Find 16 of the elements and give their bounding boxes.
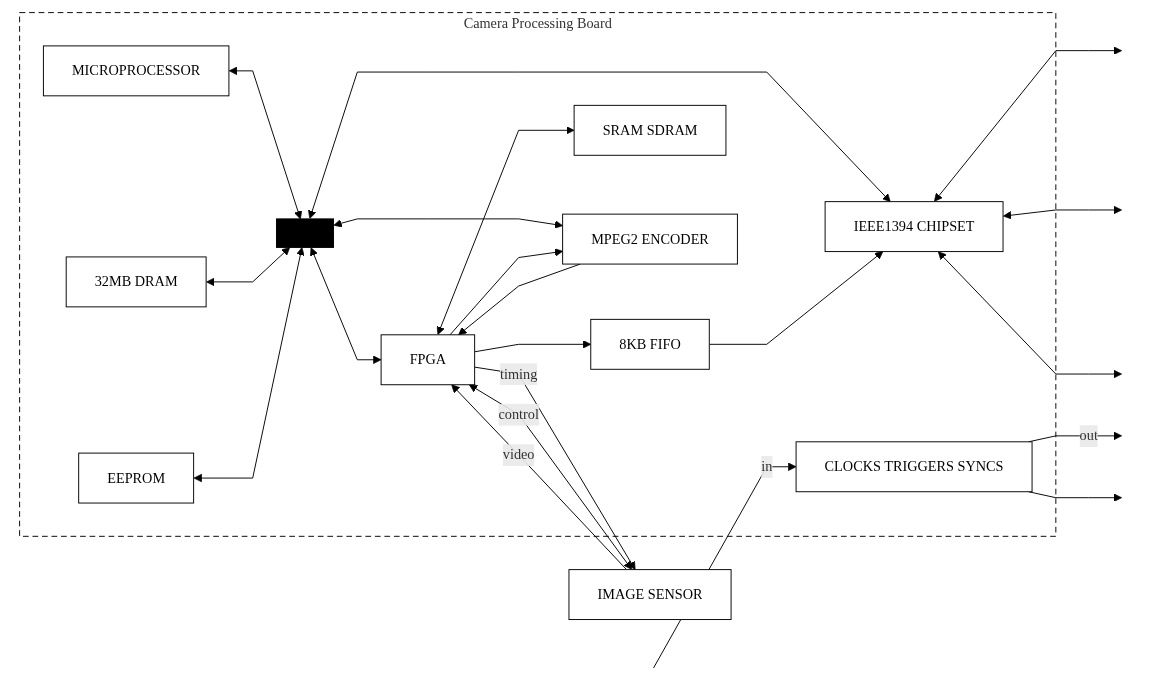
- node-box: EEPROM: [77, 452, 194, 504]
- node-box: MPEG2 ENCODER: [561, 213, 738, 265]
- node-box: SRAM SDRAM: [573, 104, 727, 156]
- edge-label: video: [502, 447, 535, 463]
- node-box: IEEE1394 CHIPSET: [824, 201, 1004, 253]
- node-box: FPGA: [380, 334, 475, 386]
- edge-label: in: [760, 458, 773, 475]
- node-box: CLOCKS TRIGGERS SYNCS: [795, 441, 1033, 493]
- node-box: MICROPROCESSOR: [42, 45, 230, 97]
- node-box: 32MB DRAM: [65, 256, 207, 308]
- edge-label: timing: [499, 366, 537, 382]
- node-bar: [275, 218, 334, 248]
- node-box: 8KB FIFO: [590, 318, 710, 370]
- edge-label: control: [498, 406, 539, 422]
- edge-label: out: [1079, 428, 1098, 444]
- node-box: IMAGE SENSOR: [568, 569, 732, 621]
